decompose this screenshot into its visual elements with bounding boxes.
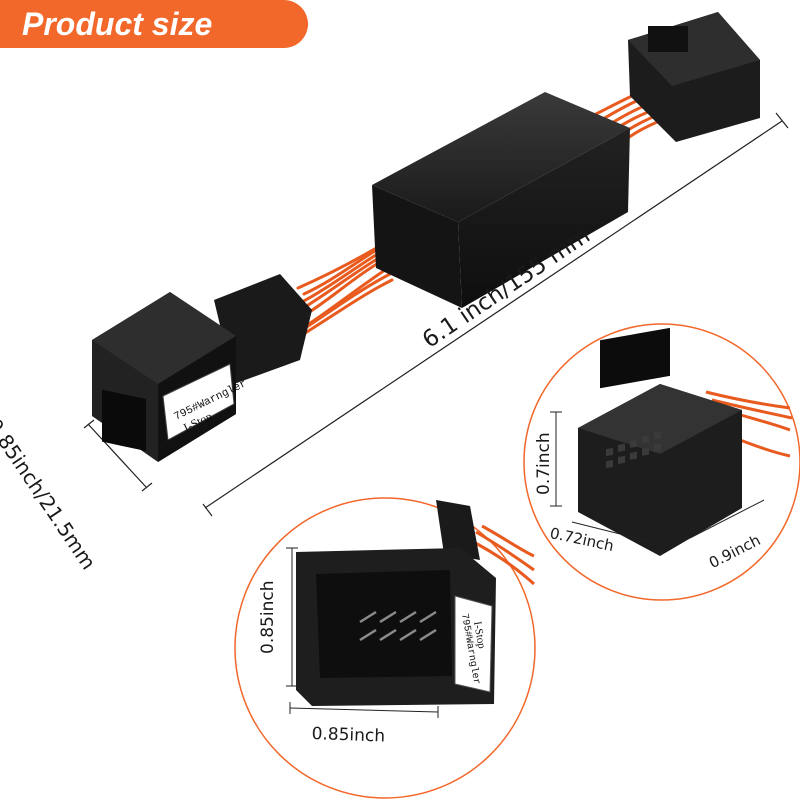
dimension-lines (83, 112, 789, 517)
banner-title: Product size (22, 6, 213, 42)
plug-connector-left (92, 274, 312, 462)
zoom-circle-plug (234, 497, 536, 799)
plug-face-label-line2: I-Stop (471, 620, 488, 650)
socket-height-dimension: 0.7inch (534, 432, 554, 495)
plug-connector-right (628, 12, 760, 142)
product-size-banner: Product size (0, 0, 308, 48)
plug-height-dimension: 0.85inch (258, 580, 278, 654)
zoom-circle-socket (523, 323, 800, 601)
control-box (372, 92, 630, 308)
plug-width-dimension: 0.85inch (311, 724, 386, 747)
